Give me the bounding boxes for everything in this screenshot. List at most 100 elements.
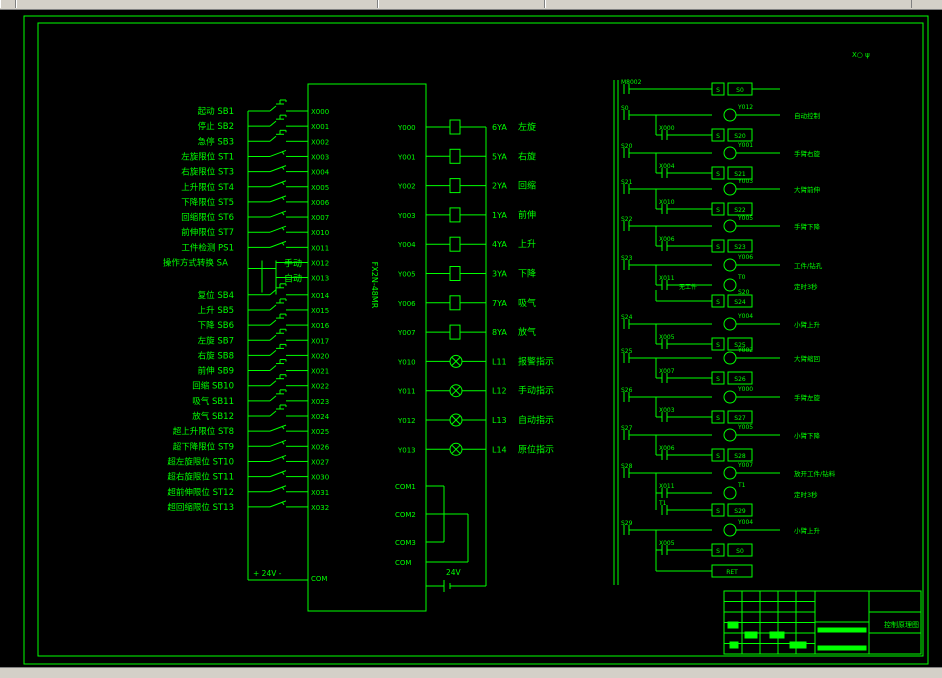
pushbutton-contact — [269, 105, 277, 112]
step-tag: S — [716, 548, 720, 555]
ladder-ret-box — [711, 564, 753, 578]
pushbutton-contact — [269, 395, 277, 402]
limit-switch-contact — [269, 439, 287, 447]
output-address: Y005 — [397, 271, 416, 279]
ladder-step-set-label: S29 — [734, 508, 746, 515]
input-address: X026 — [311, 443, 330, 451]
ladder-output-coil — [723, 108, 737, 122]
ladder-step-set-label: S0 — [736, 87, 744, 94]
supply-label: + 24V - — [253, 569, 282, 578]
ladder-contact-label: S0 — [621, 105, 629, 112]
input-label: 超右旋限位 ST11 — [167, 472, 234, 483]
pushbutton-contact — [269, 304, 277, 311]
toolbar-segment[interactable] — [378, 0, 545, 8]
ladder-step-set — [711, 503, 725, 517]
input-label: 前伸 SB9 — [198, 366, 234, 377]
ladder-output-coil-label: Y007 — [737, 462, 753, 469]
limit-switch-contact — [281, 425, 285, 430]
ladder-output-coil-label: Y002 — [737, 347, 753, 354]
ladder-contact-label: S20 — [621, 143, 633, 150]
input-address: X027 — [311, 458, 329, 466]
limit-switch-contact — [269, 165, 287, 173]
ladder-step-set-label: S27 — [734, 415, 746, 422]
limit-switch-contact — [269, 210, 287, 218]
ladder-contact-label: S29 — [621, 520, 633, 527]
ladder-contact-label: M8002 — [621, 79, 642, 86]
input-address: X003 — [311, 153, 329, 161]
input-label: 复位 SB4 — [198, 290, 234, 301]
ladder-timer-coil — [723, 486, 737, 500]
input-label: 右旋 SB8 — [198, 350, 234, 361]
ladder-branch-contact-label: X011 — [659, 483, 675, 490]
toolbar-segment[interactable] — [0, 0, 16, 8]
input-label: 超下降限位 ST9 — [173, 441, 234, 452]
ladder-branch-contact-label: X011 — [659, 275, 675, 282]
limit-switch-contact — [269, 470, 287, 478]
step-tag: S — [716, 87, 720, 94]
ladder-step-set — [727, 410, 753, 424]
ladder-output-coil-label: Y005 — [737, 215, 753, 222]
ladder-note: 手臂下降 — [794, 222, 821, 231]
title-block-fill — [729, 641, 739, 649]
limit-switch-contact — [269, 195, 287, 203]
output-address: Y000 — [397, 124, 416, 132]
ladder-output-coil-label: Y000 — [737, 386, 753, 393]
ladder-step-set — [727, 128, 753, 142]
ladder-output-coil — [723, 182, 737, 196]
ladder-step-set-label: S25 — [734, 342, 746, 349]
pushbutton-contact — [269, 410, 277, 417]
step-tag: S — [716, 508, 720, 515]
toolbar-segment[interactable] — [16, 0, 378, 8]
title-block-fill — [744, 631, 758, 639]
output-device-label: 2YA — [492, 182, 507, 191]
ladder-contact-label: S25 — [621, 348, 633, 355]
input-address: X001 — [311, 123, 329, 131]
ladder-note: 工件/钻孔 — [794, 261, 823, 270]
input-label: 工件检测 PS1 — [181, 242, 234, 253]
ladder-output-coil-label: Y012 — [737, 104, 753, 111]
output-address: Y010 — [397, 358, 416, 366]
pushbutton-contact — [269, 289, 277, 296]
ladder-step-set-label: S26 — [734, 376, 746, 383]
ladder-step-set — [727, 294, 753, 308]
step-tag: S — [716, 453, 720, 460]
indicator-lamp — [451, 386, 461, 396]
toolbar-segment[interactable] — [545, 0, 912, 8]
title-block-fill — [817, 627, 867, 633]
ladder-step-set — [711, 410, 725, 424]
ladder-step-set — [727, 448, 753, 462]
solenoid-coil — [449, 295, 461, 311]
input-address: X011 — [311, 244, 329, 252]
output-desc-label: 左旋 — [518, 121, 536, 133]
output-device-label: 1YA — [492, 211, 507, 220]
selector-manual-label: 手动 — [284, 258, 302, 270]
ladder-branch-contact-label: X006 — [659, 236, 675, 243]
input-label: 右旋限位 ST3 — [181, 167, 234, 178]
limit-switch-contact — [281, 211, 285, 216]
ladder-step-set — [711, 82, 725, 96]
indicator-lamp — [451, 357, 461, 366]
ladder-branch-contact-label: T1 — [658, 500, 667, 507]
output-device-label: L13 — [492, 416, 507, 425]
input-address: X020 — [311, 352, 329, 360]
ladder-note: 手臂左旋 — [794, 393, 821, 402]
ladder-branch-label: 无工件 — [679, 283, 697, 291]
input-address: X002 — [311, 138, 329, 146]
drawing-title: 控制原理图 — [884, 620, 919, 629]
output-desc-label: 手动指示 — [518, 385, 554, 397]
indicator-lamp — [451, 444, 461, 454]
ladder-step-set-label: S20 — [734, 133, 746, 140]
ladder-step-set — [711, 543, 725, 557]
output-address: Y012 — [397, 417, 416, 425]
solenoid-coil — [449, 207, 461, 223]
ladder-step-set-label: S28 — [734, 453, 746, 460]
output-desc-label: 下降 — [518, 268, 536, 280]
ladder-step-set — [711, 239, 725, 253]
plc-model-label: FX2N-48MR — [370, 262, 379, 309]
limit-switch-contact — [281, 151, 285, 155]
ladder-output-coil — [723, 351, 737, 365]
solenoid-coil — [449, 236, 461, 252]
ladder-branch-contact-label: X000 — [659, 125, 675, 132]
input-address: X004 — [311, 169, 330, 177]
input-address: X016 — [311, 322, 330, 330]
